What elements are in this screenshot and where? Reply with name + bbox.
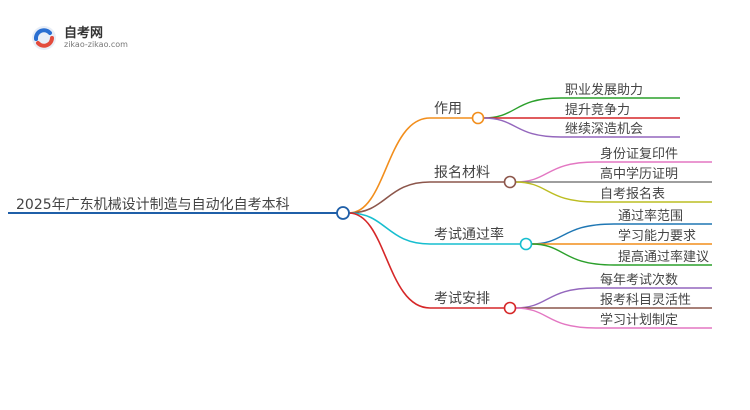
leaf-node-label: 每年考试次数 [600,272,678,288]
brand-name: 自考网 [64,26,104,41]
leaf-connector [514,287,597,309]
brand-url: zikao-zikao.com [64,40,128,49]
leaf-connector [530,243,615,266]
leaf-connector [514,161,597,183]
leaf-connector [514,307,597,329]
leaf-node-label: 高中学历证明 [600,166,678,182]
leaf-node-label: 通过率范围 [618,208,683,224]
leaf-connector [530,223,615,245]
root-junction-dot[interactable] [336,206,350,220]
site-logo[interactable]: 自考网 zikao-zikao.com [30,20,140,60]
branch-junction-dot[interactable] [519,237,533,251]
leaf-node-label: 学习计划制定 [600,312,678,328]
leaf-connector [514,181,597,203]
root-node-label: 2025年广东机械设计制造与自动化自考本科 [16,197,290,213]
leaf-node-label: 报考科目灵活性 [600,293,691,308]
branch-connector [348,212,431,245]
branch-node-label: 作用 [434,101,462,117]
branch-junction-dot[interactable] [471,111,485,125]
leaf-node-label: 提升竞争力 [565,102,630,118]
branch-node-label: 考试通过率 [434,226,504,243]
branch-junction-dot[interactable] [503,175,517,189]
leaf-connector [482,117,562,138]
branch-connector [348,181,431,214]
mindmap-nodes: 2025年广东机械设计制造与自动化自考本科 作用 职业发展助力提升竞争力继续深造机会… [16,82,709,328]
leaf-connector [482,97,562,119]
leaf-node-label: 继续深造机会 [565,122,643,137]
branch-connector [348,212,431,309]
logo-icon [32,26,56,50]
leaf-node-label: 学习能力要求 [618,228,696,244]
leaf-node-label: 身份证复印件 [600,146,678,162]
mindmap-edges [8,97,712,329]
branch-node-label: 报名材料 [434,165,490,181]
branch-junction-dot[interactable] [503,301,517,315]
leaf-node-label: 自考报名表 [600,186,665,202]
branch-node-label: 考试安排 [434,291,490,307]
leaf-node-label: 提高通过率建议 [618,249,709,265]
branch-connector [348,117,431,214]
leaf-node-label: 职业发展助力 [565,82,643,98]
